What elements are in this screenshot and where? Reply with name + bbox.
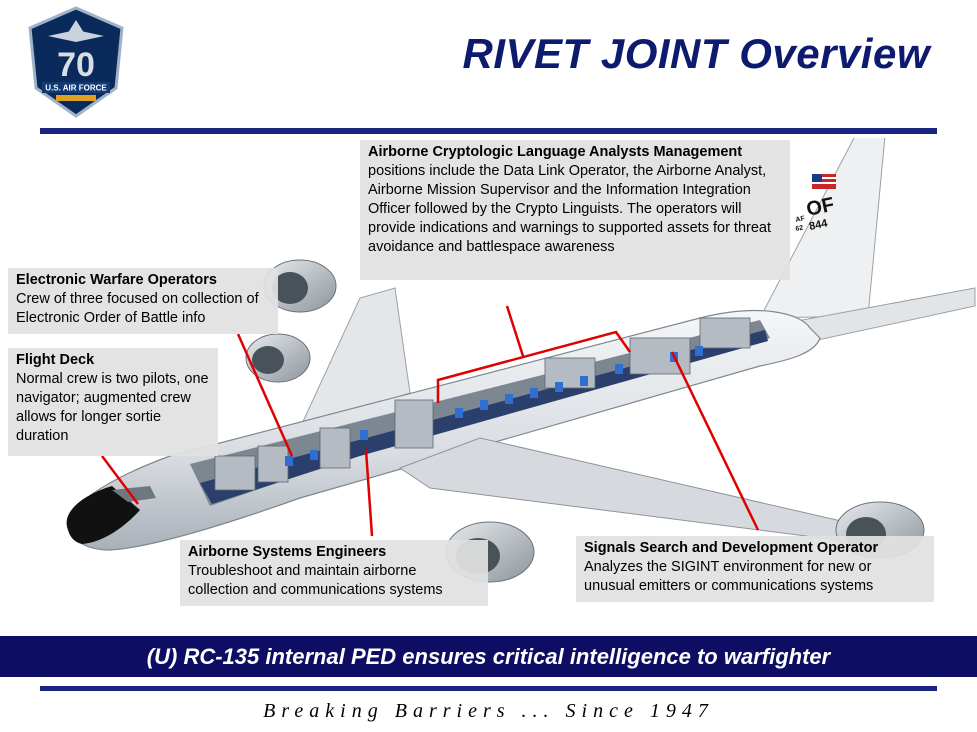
bottom-banner: (U) RC-135 internal PED ensures critical… [0, 636, 977, 677]
aircraft-illustration: OF AF 62 844 [66, 138, 976, 583]
callout-ewo: Electronic Warfare Operators Crew of thr… [8, 268, 278, 334]
callout-ssd: Signals Search and Development Operator … [576, 536, 934, 602]
ase-pointer-line [364, 449, 374, 537]
bottom-divider [40, 686, 937, 691]
tail-year: 62 [795, 224, 804, 232]
callout-ase-heading: Airborne Systems Engineers [188, 544, 387, 560]
top-divider [40, 128, 937, 134]
page-title: RIVET JOINT Overview [462, 30, 930, 77]
motto: Breaking Barriers ... Since 1947 [263, 700, 714, 722]
callout-ase-body: Troubleshoot and maintain airborne colle… [188, 563, 443, 598]
air-force-70-logo: 70 U.S. AIR FORCE [28, 6, 124, 118]
callout-ase: Airborne Systems Engineers Troubleshoot … [180, 540, 488, 606]
callout-flight-deck-body: Normal crew is two pilots, one navigator… [16, 371, 209, 444]
callout-ewo-body: Crew of three focused on collection of E… [16, 291, 259, 326]
flight-deck-pointer-line [101, 455, 139, 505]
callout-ewo-heading: Electronic Warfare Operators [16, 272, 217, 288]
cla-pointer-line [505, 305, 525, 357]
equipment-racks [214, 317, 751, 491]
callout-flight-deck-heading: Flight Deck [16, 352, 95, 368]
callout-ssd-body: Analyzes the SIGINT environment for new … [584, 559, 874, 594]
ewo-pointer-line [236, 333, 294, 457]
tail-prefix: AF [795, 215, 806, 224]
callout-cla-heading: Airborne Cryptologic Language Analysts M… [368, 144, 743, 160]
callout-cla: Airborne Cryptologic Language Analysts M… [360, 140, 790, 280]
callout-ssd-heading: Signals Search and Development Operator [584, 540, 879, 556]
callout-flight-deck: Flight Deck Normal crew is two pilots, o… [8, 348, 218, 456]
us-flag-icon [812, 174, 836, 189]
cla-bracket-line [436, 330, 632, 403]
cockpit-windows [112, 486, 156, 502]
tail-serial: 844 [808, 217, 829, 233]
logo-number: 70 [57, 46, 95, 84]
callout-cla-body: positions include the Data Link Operator… [368, 163, 772, 255]
ssd-pointer-line [670, 351, 760, 531]
callout-lines [101, 305, 760, 537]
nose-radome [66, 486, 140, 544]
logo-org: U.S. AIR FORCE [45, 84, 107, 93]
